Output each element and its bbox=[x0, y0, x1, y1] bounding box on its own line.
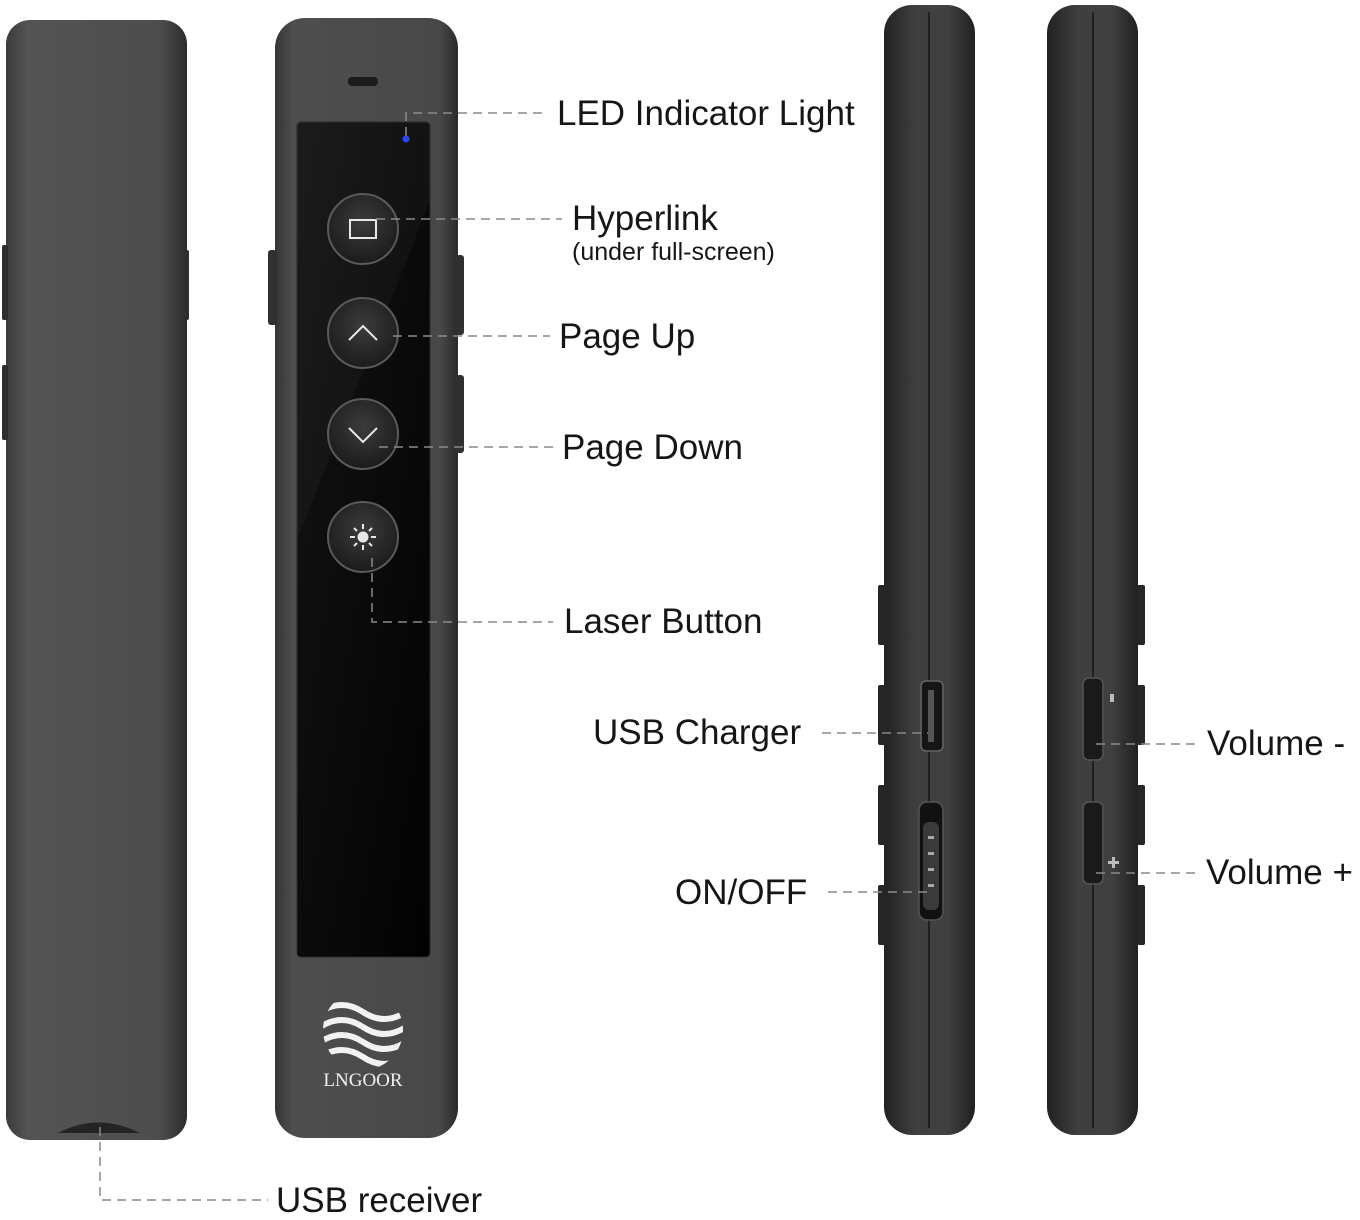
hyperlink-label: Hyperlink bbox=[572, 199, 718, 238]
presenter-right-side-view bbox=[1047, 5, 1145, 1135]
laser-button[interactable] bbox=[327, 501, 399, 573]
chevron-up-icon bbox=[348, 324, 378, 341]
page-down-label: Page Down bbox=[562, 428, 743, 467]
page-down-button[interactable] bbox=[327, 398, 399, 470]
laser-button-label: Laser Button bbox=[564, 602, 763, 641]
chevron-down-icon bbox=[348, 427, 378, 444]
usb-receiver-label: USB receiver bbox=[276, 1181, 483, 1220]
page-up-label: Page Up bbox=[559, 317, 696, 356]
leader-lines bbox=[99, 112, 1198, 1201]
on-off-label: ON/OFF bbox=[675, 873, 808, 912]
led-indicator-icon bbox=[402, 135, 410, 143]
volume-minus-label: Volume - bbox=[1207, 724, 1346, 763]
plus-icon bbox=[1108, 857, 1119, 868]
brand-logo-text: LNGOOR bbox=[323, 1070, 402, 1091]
usb-port-icon bbox=[920, 680, 944, 752]
presenter-back-view bbox=[2, 20, 189, 1140]
presenter-front-view: LNGOOR bbox=[268, 18, 464, 1138]
hyperlink-note-label: (under full-screen) bbox=[572, 238, 775, 266]
led-indicator-label: LED Indicator Light bbox=[557, 94, 855, 133]
volume-minus-button[interactable] bbox=[1082, 677, 1114, 761]
laser-sun-icon bbox=[350, 524, 376, 550]
hyperlink-button[interactable] bbox=[327, 193, 399, 265]
volume-plus-button[interactable] bbox=[1082, 801, 1119, 885]
square-icon bbox=[349, 219, 377, 239]
volume-plus-label: Volume + bbox=[1206, 853, 1353, 892]
page-up-button[interactable] bbox=[327, 297, 399, 369]
on-off-switch[interactable] bbox=[918, 801, 944, 921]
minus-icon bbox=[1110, 694, 1114, 702]
usb-charger-label: USB Charger bbox=[593, 713, 802, 752]
presenter-left-side-view bbox=[878, 5, 975, 1135]
brand-logo-icon bbox=[323, 1002, 403, 1067]
